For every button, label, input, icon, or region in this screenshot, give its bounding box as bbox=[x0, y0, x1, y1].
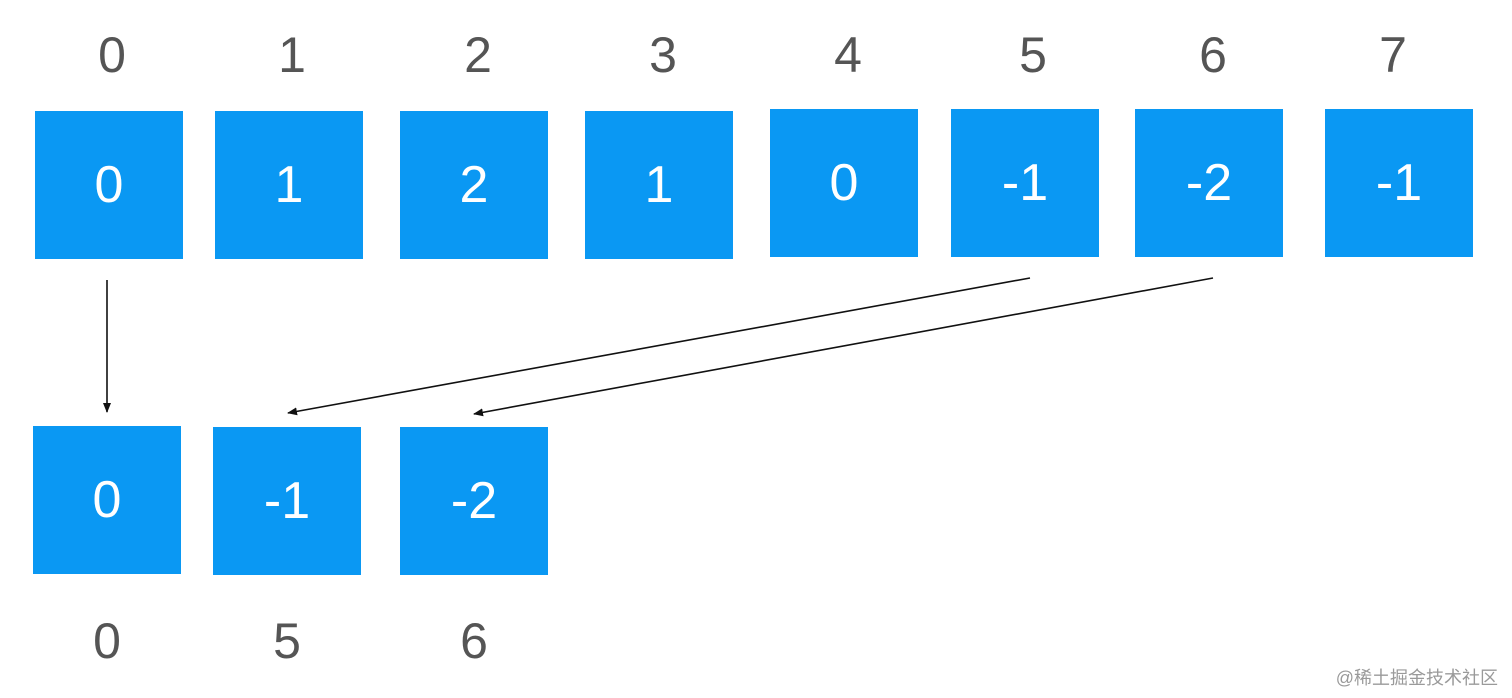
top-value-box: -2 bbox=[1135, 109, 1283, 257]
top-index-label: 7 bbox=[1379, 27, 1407, 83]
top-value-box: 0 bbox=[770, 109, 918, 257]
top-value-box: 2 bbox=[400, 111, 548, 259]
top-index-label: 4 bbox=[834, 27, 862, 83]
top-value-box: -1 bbox=[1325, 109, 1473, 257]
top-value-box: -1 bbox=[951, 109, 1099, 257]
bottom-value-box: -1 bbox=[213, 427, 361, 575]
watermark-text: @稀土掘金技术社区 bbox=[1335, 668, 1498, 688]
top-index-label: 0 bbox=[98, 27, 126, 83]
arrow-index6-to-bottom2 bbox=[473, 277, 1214, 417]
arrow-index5-to-bottom1 bbox=[287, 277, 1031, 416]
top-index-label: 1 bbox=[278, 27, 306, 83]
bottom-value-box: -2 bbox=[400, 427, 548, 575]
top-value-box: 0 bbox=[35, 111, 183, 259]
top-value-box: 1 bbox=[215, 111, 363, 259]
bottom-index-label: 5 bbox=[273, 613, 301, 669]
top-value-box: 1 bbox=[585, 111, 733, 259]
top-index-label: 5 bbox=[1019, 27, 1047, 83]
top-index-label: 6 bbox=[1199, 27, 1227, 83]
top-index-label: 3 bbox=[649, 27, 677, 83]
bottom-value-box: 0 bbox=[33, 426, 181, 574]
bottom-index-label: 0 bbox=[93, 613, 121, 669]
top-index-label: 2 bbox=[464, 27, 492, 83]
bottom-index-label: 6 bbox=[460, 613, 488, 669]
